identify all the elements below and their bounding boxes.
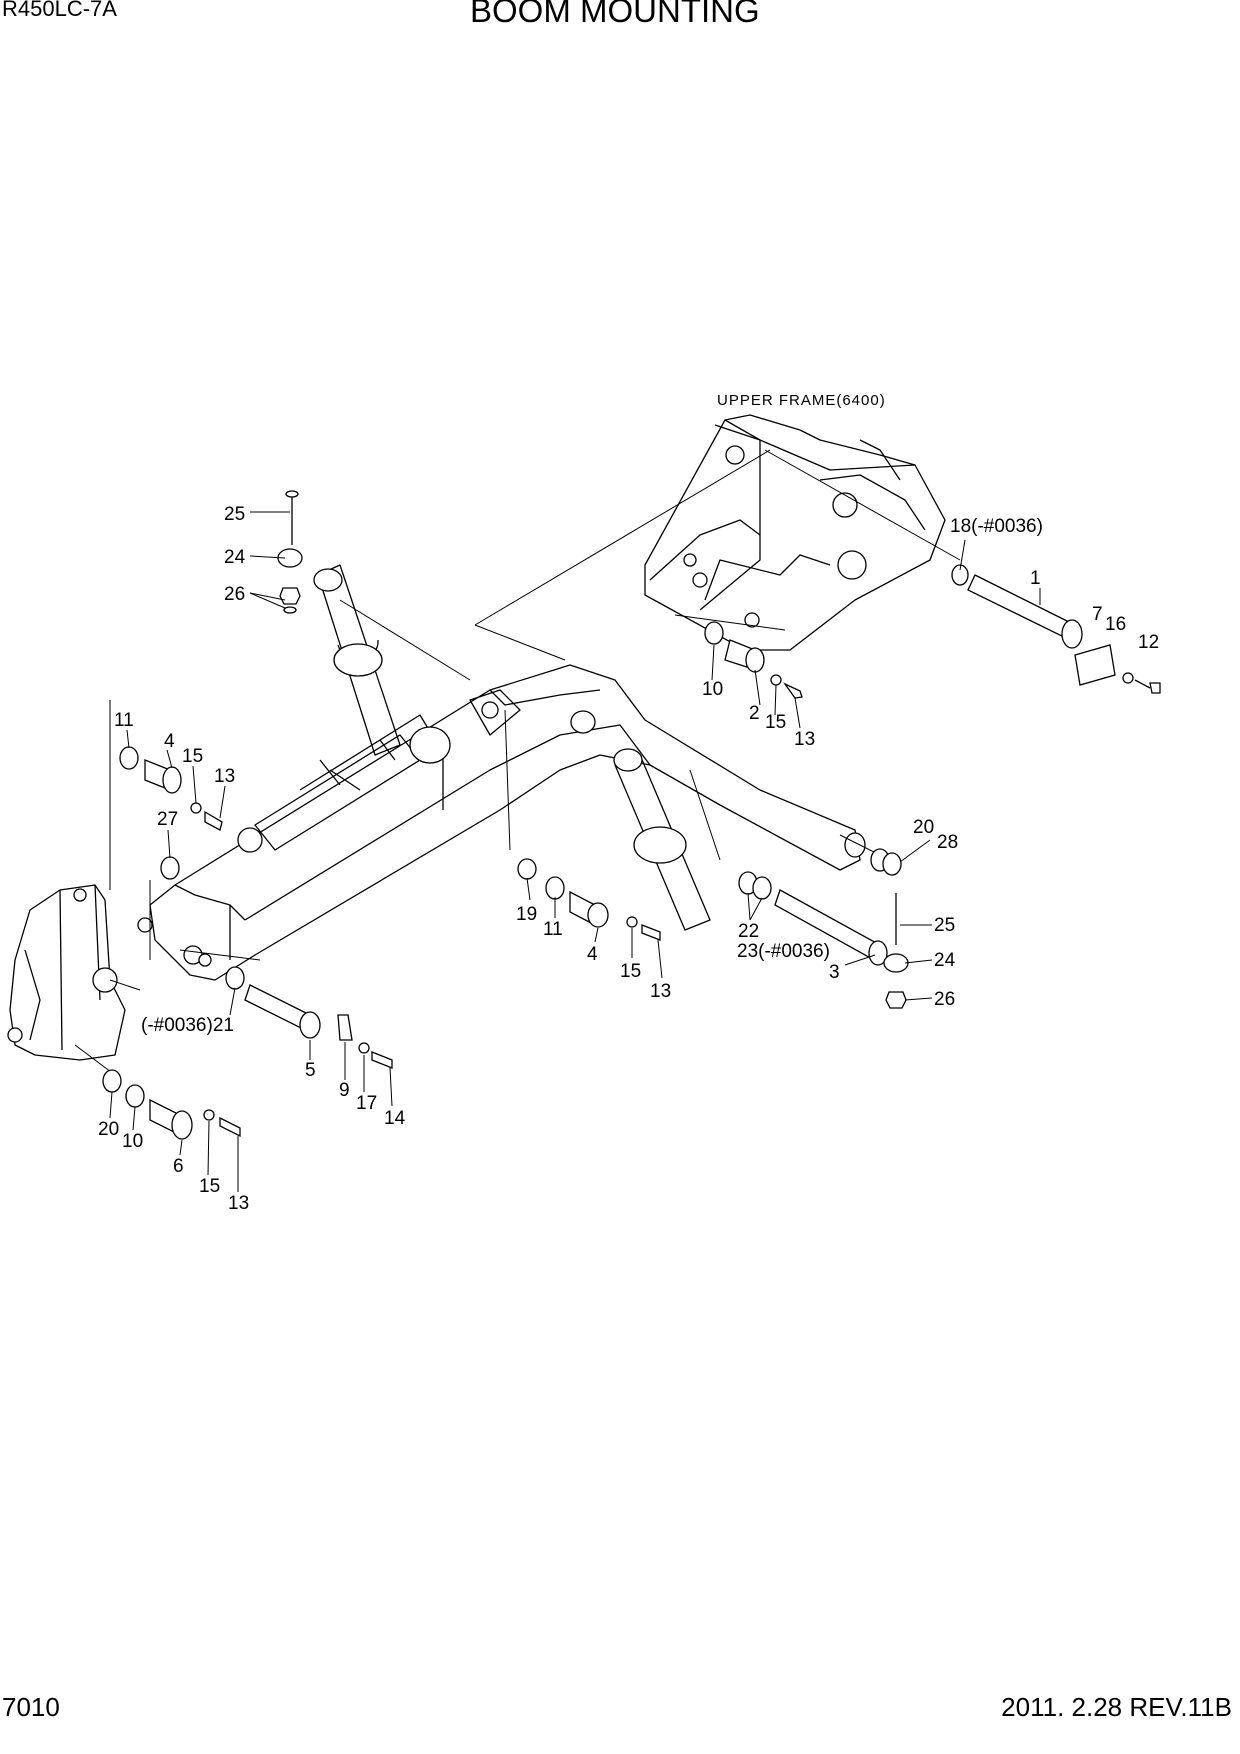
page-number: 7010: [2, 1692, 60, 1722]
callout-20-bottom: 20: [98, 1119, 119, 1140]
upper-frame-drawing: [644, 414, 946, 651]
callout-10-upper: 10: [702, 679, 723, 700]
callout-15-bottom: 15: [199, 1176, 220, 1197]
page-title: BOOM MOUNTING: [470, 0, 760, 29]
callout-7: 7: [1092, 604, 1103, 625]
callout-11-mid: 11: [543, 919, 563, 940]
revision-date: 2011. 2.28 REV.11B: [1001, 1692, 1232, 1722]
callout-2: 2: [749, 703, 760, 724]
callout-11-left: 11: [114, 710, 134, 731]
callout-20-right: 20: [913, 817, 934, 838]
callout-24: 24: [224, 547, 246, 568]
model-number: R450LC-7A: [2, 0, 117, 21]
upper-frame-label: UPPER FRAME(6400): [717, 392, 886, 409]
callout-13-left: 13: [214, 766, 235, 787]
callout-18: 18(-#0036): [950, 516, 1043, 537]
boom-cylinder-left-drawing: [237, 714, 451, 853]
boom-cylinder-right-drawing: [613, 748, 711, 931]
callout-1: 1: [1030, 568, 1041, 589]
callout-13-mid: 13: [650, 981, 671, 1002]
callout-28: 28: [937, 832, 958, 853]
callout-25: 25: [224, 504, 245, 525]
callout-5: 5: [305, 1060, 316, 1081]
callout-6: 6: [173, 1156, 184, 1177]
callout-13-upper: 13: [794, 729, 815, 750]
callout-9: 9: [339, 1080, 350, 1101]
callout-4-mid: 4: [587, 944, 598, 965]
callout-4-left: 4: [164, 731, 175, 752]
boom-drawing: [137, 664, 866, 981]
callout-15-left: 15: [182, 746, 203, 767]
callout-23: 23(-#0036): [737, 941, 830, 962]
callout-17: 17: [356, 1093, 377, 1114]
callout-leaders: [109, 511, 1041, 1192]
boom-cylinder-upper-drawing: [313, 564, 401, 756]
callout-13-bottom: 13: [228, 1193, 249, 1214]
callout-10-bottom: 10: [122, 1131, 143, 1152]
callout-19: 19: [516, 904, 537, 925]
leader-lines: [74, 449, 961, 1076]
callout-21: (-#0036)21: [141, 1015, 234, 1036]
callout-26-right: 26: [934, 989, 955, 1010]
callout-22: 22: [738, 921, 759, 942]
callout-27: 27: [157, 809, 178, 830]
callout-15-mid: 15: [620, 961, 641, 982]
callout-25-right: 25: [934, 915, 955, 936]
callout-12: 12: [1138, 632, 1159, 653]
callout-26: 26: [224, 584, 245, 605]
parts-drawing: [102, 490, 1161, 1140]
callout-15-upper: 15: [765, 712, 786, 733]
callout-3: 3: [829, 962, 840, 983]
callout-24-right: 24: [934, 950, 956, 971]
boom-base-bracket-drawing: [7, 884, 141, 1061]
callout-16: 16: [1105, 614, 1126, 635]
callout-14: 14: [384, 1108, 406, 1129]
